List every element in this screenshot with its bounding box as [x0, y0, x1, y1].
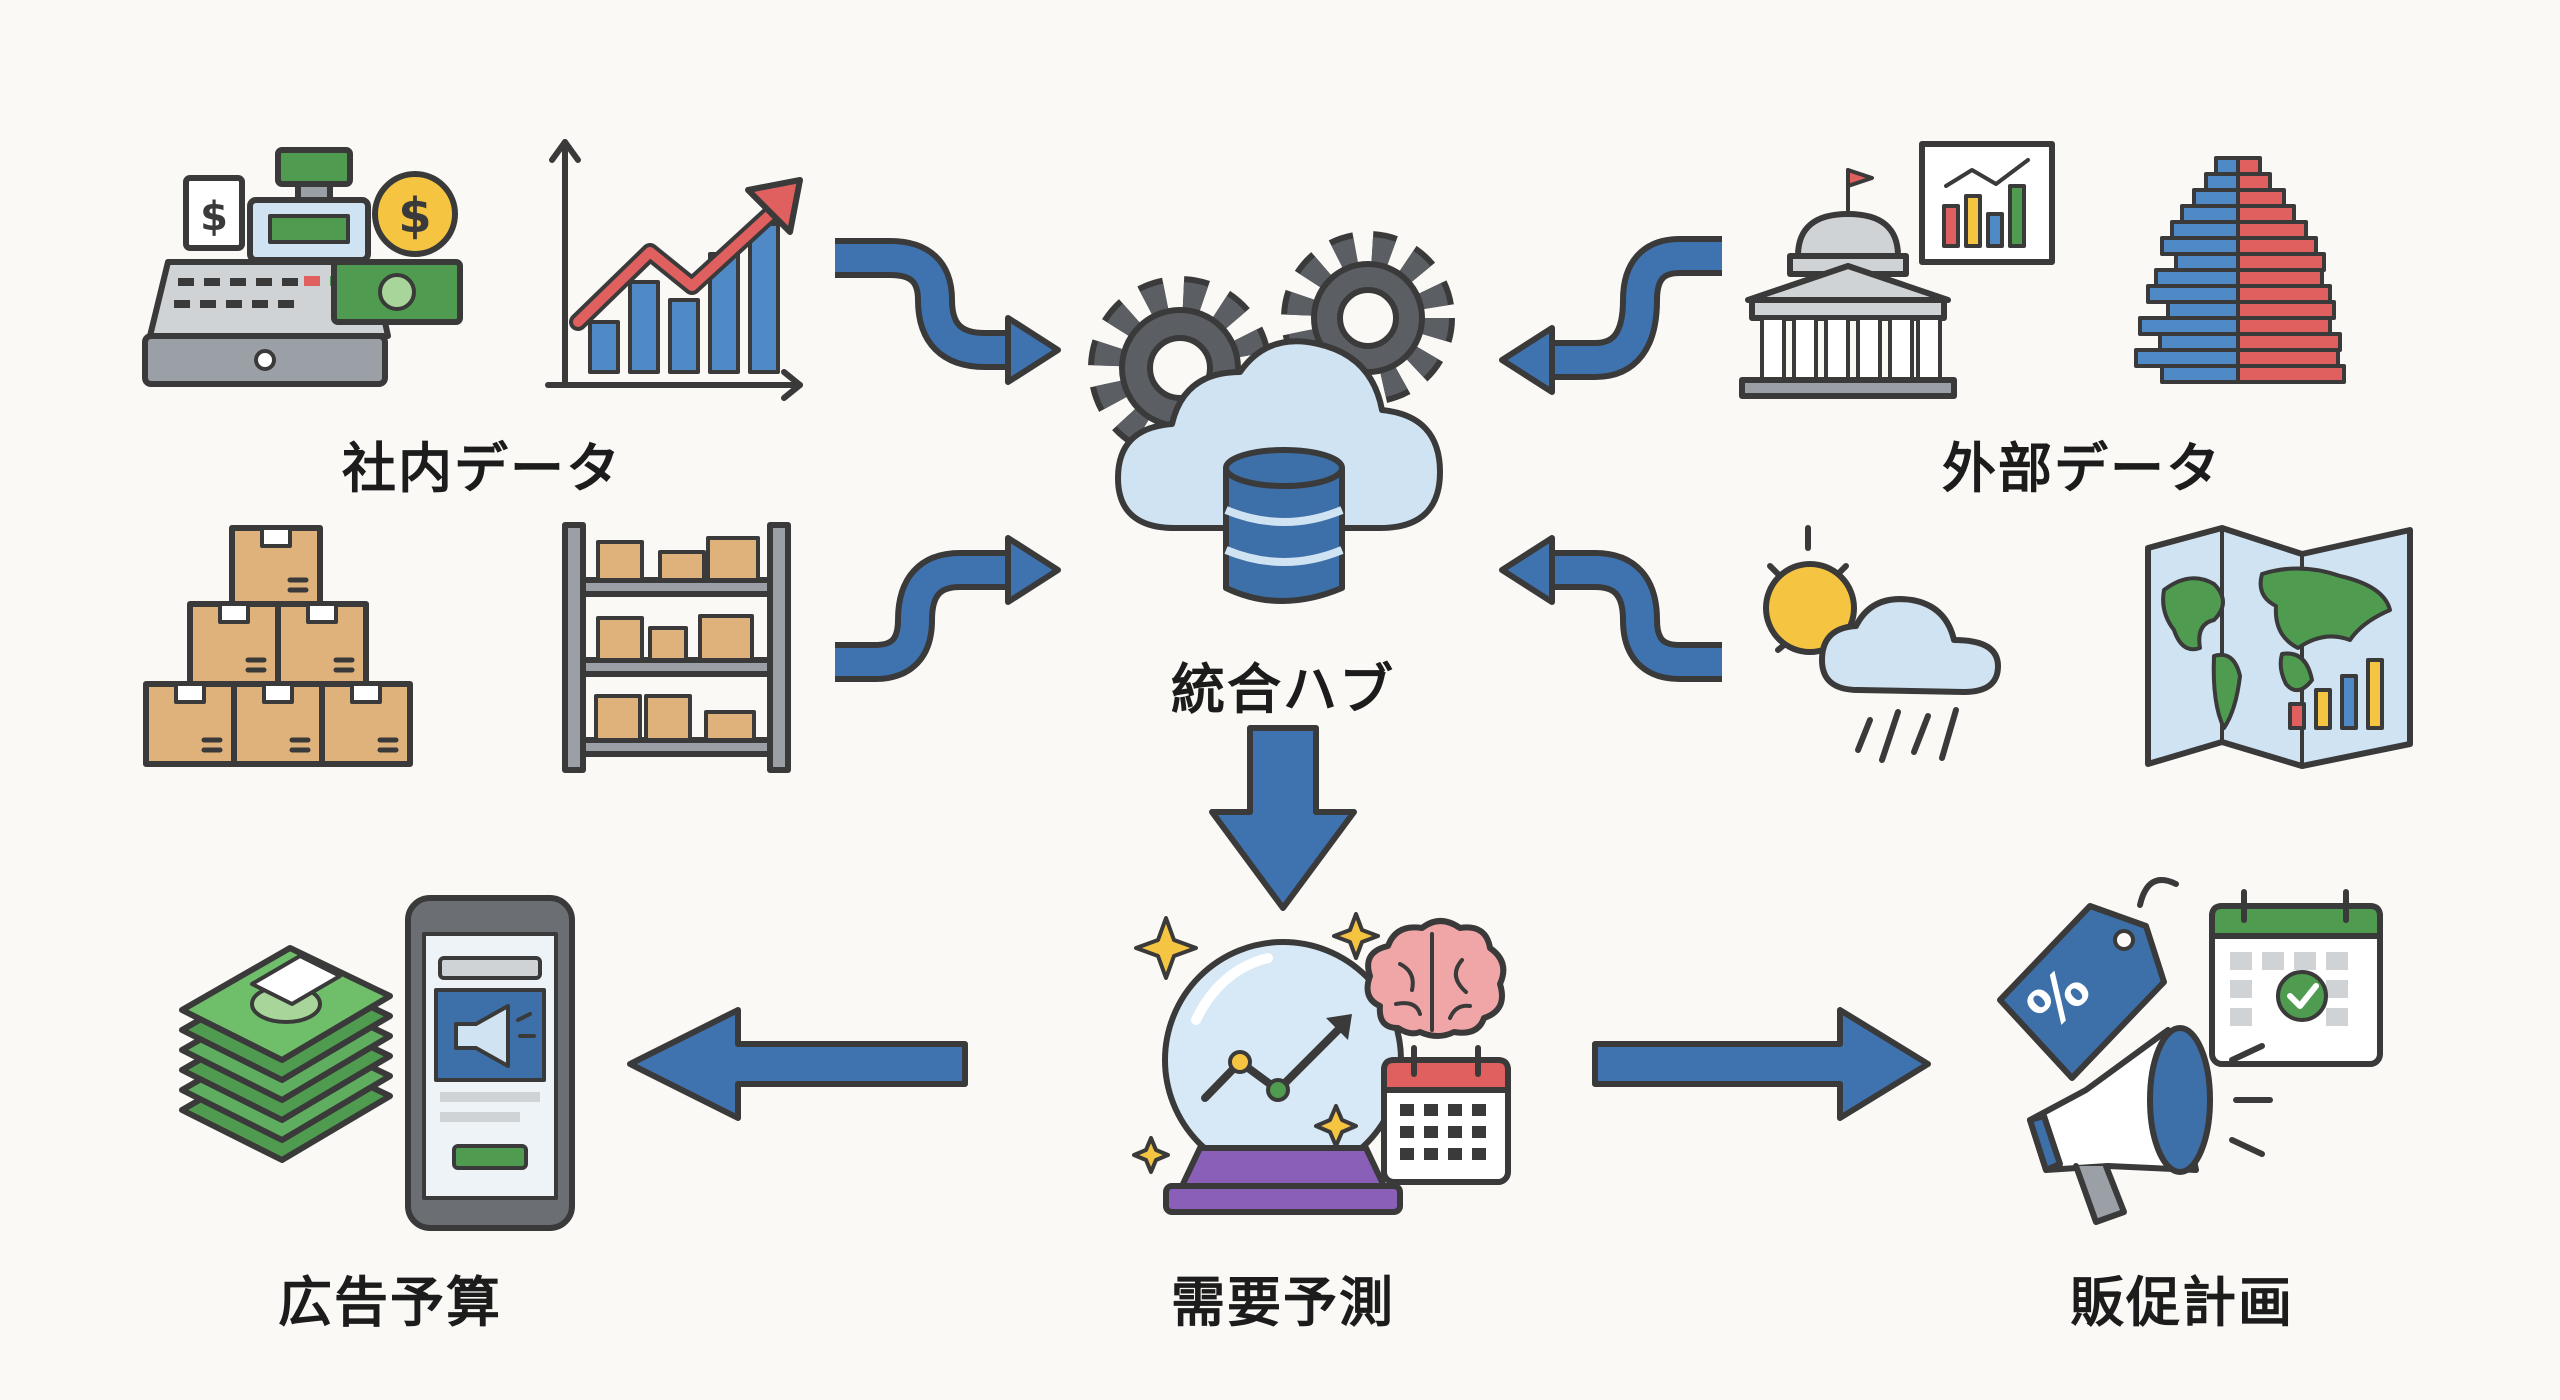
flow-arrows: [627, 236, 1931, 1121]
brain-icon: [1364, 918, 1507, 1039]
label-integration-hub: 統合ハブ: [1171, 658, 1395, 721]
megaphone-small-icon: [454, 1004, 536, 1068]
label-internal-data: 社内データ: [342, 437, 622, 500]
calendar-check-icon: [2209, 889, 2383, 1067]
label-external-data: 外部データ: [1942, 437, 2222, 500]
svg-text:$: $: [200, 194, 228, 240]
label-promo-plan: 販促計画: [2070, 1271, 2294, 1334]
arrow-hub-to-forecast: [1209, 725, 1357, 911]
weather-icon: [1763, 525, 2001, 763]
calendar-icon: [1381, 1045, 1511, 1185]
arrow-internal-top: [835, 238, 1061, 385]
arrow-external-bottom: [1499, 535, 1722, 682]
cash-register-icon: $ $: [142, 147, 463, 387]
government-building-icon: [1739, 141, 2055, 399]
population-pyramid-icon: [2134, 156, 2346, 384]
sparkle-icon: [1132, 912, 1380, 1174]
megaphone-icon: [2027, 1025, 2273, 1225]
arrow-forecast-to-promo-plan: [1592, 1007, 1931, 1121]
phone-ad-icon: [405, 895, 575, 1231]
arrow-external-top: [1499, 236, 1722, 395]
label-ad-budget: 広告予算: [278, 1271, 502, 1334]
crystal-ball-icon: [1162, 939, 1404, 1215]
world-map-icon: [2145, 525, 2413, 769]
cloud-database-gears-icon: [1088, 231, 1455, 604]
database-icon: [1223, 447, 1345, 604]
label-demand-forecast: 需要予測: [1171, 1271, 1395, 1334]
stacked-boxes-icon: [143, 525, 413, 767]
svg-text:$: $: [398, 188, 431, 244]
growth-chart-icon: [545, 139, 803, 401]
arrow-forecast-to-ad-budget: [627, 1007, 968, 1121]
warehouse-shelf-icon: [562, 522, 791, 773]
price-tag-icon: %: [1997, 877, 2179, 1081]
money-stack-icon: [179, 945, 393, 1163]
arrow-internal-bottom: [835, 535, 1061, 682]
